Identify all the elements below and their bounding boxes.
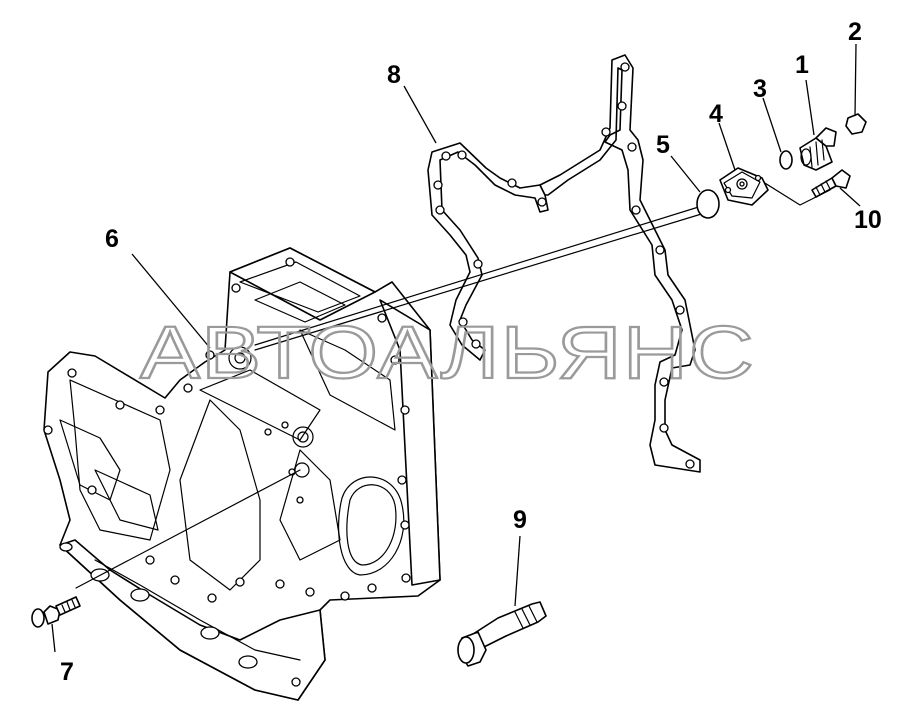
- leader-lines: [51, 43, 861, 653]
- callout-2: 2: [848, 18, 862, 46]
- callout-labels: 1 2 3 4 5 6 7 8 9 10: [60, 18, 882, 686]
- flanged-housing: [719, 167, 769, 206]
- plug: [696, 189, 720, 219]
- bolt-long: [457, 601, 547, 667]
- callout-3: 3: [753, 75, 767, 103]
- callout-7: 7: [60, 658, 74, 686]
- bolt-small: [31, 596, 81, 628]
- o-ring: [779, 150, 793, 170]
- callout-5: 5: [656, 131, 670, 159]
- gear-housing: [43, 247, 441, 701]
- sensor: [799, 127, 837, 171]
- callout-8: 8: [387, 61, 401, 89]
- watermark-text: АВТОАЛЬЯНС: [140, 311, 755, 394]
- gasket: [427, 54, 701, 473]
- callout-6: 6: [105, 225, 119, 253]
- callout-9: 9: [513, 506, 527, 534]
- seal-nut: [845, 113, 867, 135]
- callout-1: 1: [795, 51, 809, 79]
- screw-small: [811, 169, 851, 198]
- callout-10: 10: [854, 206, 882, 234]
- callout-4: 4: [709, 100, 723, 128]
